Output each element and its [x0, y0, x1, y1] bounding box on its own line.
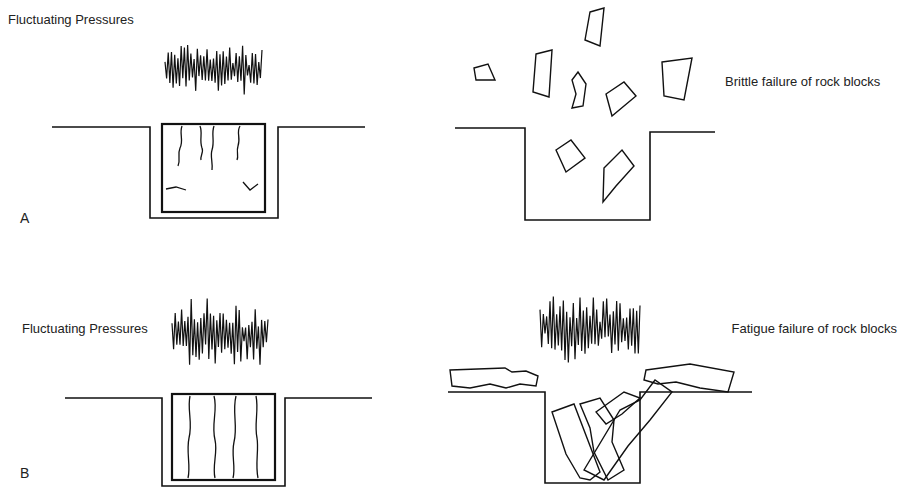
ground-pit — [455, 128, 715, 220]
label-holder: Fatigue failure of rock blocks — [732, 321, 897, 337]
rock-block — [162, 124, 265, 212]
pressure-trace — [165, 45, 262, 95]
ground-pit — [52, 127, 365, 218]
rock-block — [172, 394, 275, 480]
pressure-signals — [165, 45, 640, 365]
rock-cracks — [166, 126, 258, 190]
panel-letter: A — [20, 210, 29, 227]
label-holder: A — [20, 210, 29, 227]
label: Fluctuating Pressures — [8, 12, 134, 28]
rock-slabs — [450, 364, 734, 480]
panel-letter: B — [20, 465, 29, 482]
label: Brittle failure of rock blocks — [725, 74, 880, 90]
rock-fragments — [474, 8, 692, 202]
label-holder: Fluctuating Pressures — [22, 321, 148, 337]
label: Fluctuating Pressures — [22, 321, 148, 337]
pressure-trace — [540, 296, 640, 362]
label-holder: B — [20, 465, 29, 482]
pressure-trace — [172, 298, 268, 364]
label-holder: Brittle failure of rock blocks — [725, 74, 880, 90]
ground-pit — [65, 398, 372, 486]
label-holder: Fluctuating Pressures — [8, 12, 134, 28]
rock-cracks — [188, 396, 258, 478]
ground-pit — [448, 392, 752, 483]
label: Fatigue failure of rock blocks — [732, 321, 897, 337]
